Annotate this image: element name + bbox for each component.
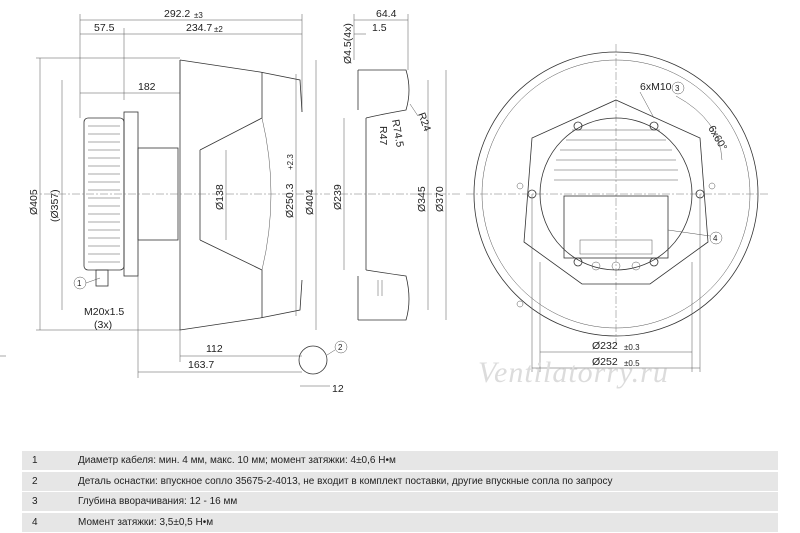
note-row: 2 Деталь оснастки: впускное сопло 35675-…: [22, 471, 778, 491]
notes-table: 1 Диаметр кабеля: мин. 4 мм, макс. 10 мм…: [22, 451, 778, 533]
note-text: Глубина вворачивания: 12 - 16 мм: [78, 496, 238, 507]
dim-d250: Ø250.3: [284, 183, 296, 218]
dim-d239: Ø239: [332, 184, 344, 210]
dim-12: 12: [332, 383, 344, 395]
dim-182: 182: [138, 81, 156, 93]
dim-d404: Ø404: [304, 189, 316, 215]
note-text: Момент затяжки: 3,5±0,5 Н•м: [78, 516, 214, 528]
front-view: 6xM10 3 6x60° 4 Ø232 ±0.3 Ø252 ±0.5: [466, 44, 770, 372]
note-number: 1: [32, 455, 38, 466]
dim-overall-depth-tol: ±3: [194, 11, 203, 20]
side-view: 292.2 ±3 57.5 234.7 ±2 182 Ø405 (Ø357): [28, 8, 348, 395]
dim-234-7-tol: ±2: [214, 25, 223, 34]
dim-d232: Ø232: [592, 340, 618, 352]
note-row: 3 Глубина вворачивания: 12 - 16 мм: [22, 492, 778, 511]
dim-6xm10: 6xM10: [640, 81, 672, 93]
dim-d405: Ø405: [28, 189, 40, 215]
note-text: Деталь оснастки: впускное сопло 35675-2-…: [78, 475, 613, 487]
dim-d345: Ø345: [416, 186, 428, 212]
note-row: 4 Момент затяжки: 3,5±0,5 Н•м: [22, 512, 778, 532]
dim-m20-qty: (3x): [94, 319, 112, 331]
dim-r47: R47: [377, 126, 389, 145]
dim-m20: M20x1.5: [84, 306, 124, 318]
watermark: Ventilatorry.ru: [478, 356, 669, 389]
callout-2: 2: [338, 343, 343, 352]
note-number: 4: [32, 516, 38, 528]
dim-r74-5: R74.5: [389, 118, 406, 148]
note-number: 3: [32, 496, 38, 507]
dim-r24: R24: [415, 111, 433, 133]
callout-1: 1: [77, 279, 82, 288]
dim-d357: (Ø357): [49, 189, 61, 222]
callout-4: 4: [713, 234, 718, 243]
dim-d252-tol: ±0.5: [624, 359, 640, 368]
dim-112: 112: [206, 343, 223, 355]
dim-d4-5: Ø4.5(4x): [342, 23, 354, 64]
callout-3: 3: [675, 84, 680, 93]
dim-d252: Ø252: [592, 356, 618, 368]
dim-overall-depth: 292.2: [164, 8, 190, 20]
dim-57-5: 57.5: [94, 22, 115, 34]
dim-163-7: 163.7: [188, 359, 214, 371]
note-number: 2: [32, 475, 38, 487]
note-row: 1 Диаметр кабеля: мин. 4 мм, макс. 10 мм…: [22, 451, 778, 470]
nozzle-view: 64.4 1.5 Ø4.5(4x) Ø239 Ø345 Ø370 R24 R74…: [332, 8, 460, 321]
dim-d250-tol: +2.3: [286, 154, 295, 170]
dim-64-4: 64.4: [376, 8, 397, 20]
dim-d370: Ø370: [434, 186, 446, 212]
technical-drawing: 292.2 ±3 57.5 234.7 ±2 182 Ø405 (Ø357): [0, 8, 770, 395]
note-text: Диаметр кабеля: мин. 4 мм, макс. 10 мм; …: [78, 455, 396, 466]
dim-d138: Ø138: [214, 184, 226, 210]
dim-1-5: 1.5: [372, 22, 387, 34]
dim-234-7: 234.7: [186, 22, 212, 34]
dim-d232-tol: ±0.3: [624, 343, 640, 352]
